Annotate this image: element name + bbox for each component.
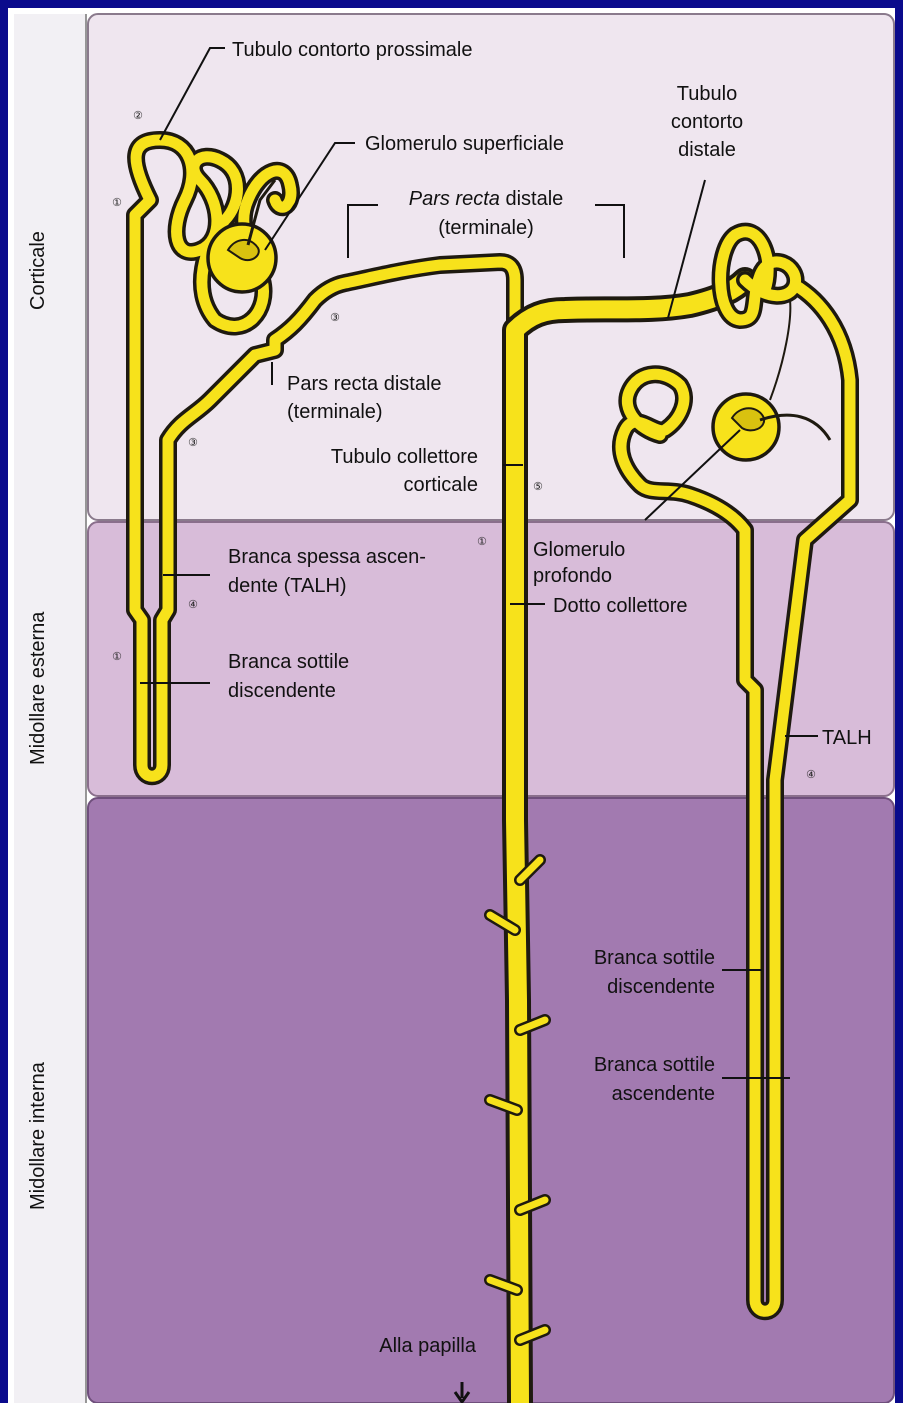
label-pct: Tubulo contorto prossimale xyxy=(232,39,473,61)
marker-left-1-low: ① xyxy=(112,650,122,663)
label-papilla: Alla papilla xyxy=(379,1335,477,1357)
marker-left-3-mid: ③ xyxy=(188,436,198,449)
zone-label-outer-medulla: Midollare esterna xyxy=(27,611,49,765)
label-pars-mid-2: (terminale) xyxy=(287,401,383,423)
marker-left-2: ② xyxy=(133,109,143,122)
label-dct-1: Tubulo xyxy=(677,83,737,105)
marker-left-4: ④ xyxy=(188,598,198,611)
label-thin-desc-left-2: discendente xyxy=(228,680,336,702)
marker-left-3-top: ③ xyxy=(330,311,340,324)
label-glom-deep-1: Glomerulo xyxy=(533,539,625,561)
zone-label-inner-medulla: Midollare interna xyxy=(27,1061,49,1210)
label-pars-top-1-italic: Pars recta xyxy=(409,188,500,210)
label-glom-deep-2: profondo xyxy=(533,565,612,587)
label-thin-asc-2: ascendente xyxy=(612,1083,715,1105)
label-talh-1: Branca spessa ascen- xyxy=(228,546,426,568)
label-glom-sup: Glomerulo superficiale xyxy=(365,133,564,155)
label-talh-2: dente (TALH) xyxy=(228,575,347,597)
label-dotto: Dotto collettore xyxy=(553,595,688,617)
label-pars-top-1: Pars recta distale xyxy=(409,188,564,210)
zone-label-cortex: Corticale xyxy=(27,231,49,310)
label-tcc-1: Tubulo collettore xyxy=(331,446,478,468)
label-talh-right: TALH xyxy=(822,727,872,749)
marker-center-5: ⑤ xyxy=(533,480,543,493)
label-pars-top-1-rest: distale xyxy=(500,188,563,210)
label-pars-top-2: (terminale) xyxy=(438,217,534,239)
label-thin-asc-1: Branca sottile xyxy=(594,1054,715,1076)
marker-left-1-top: ① xyxy=(112,196,122,209)
label-thin-desc-right-2: discendente xyxy=(607,976,715,998)
zone-label-strip xyxy=(14,14,86,1403)
label-thin-desc-right-1: Branca sottile xyxy=(594,947,715,969)
label-thin-desc-left-1: Branca sottile xyxy=(228,651,349,673)
label-pars-mid-1: Pars recta distale xyxy=(287,373,442,395)
label-tcc-2: corticale xyxy=(404,474,478,496)
label-dct-2: contorto xyxy=(671,111,743,133)
marker-center-1: ① xyxy=(477,535,487,548)
marker-right-4: ④ xyxy=(806,768,816,781)
label-dct-3: distale xyxy=(678,139,736,161)
